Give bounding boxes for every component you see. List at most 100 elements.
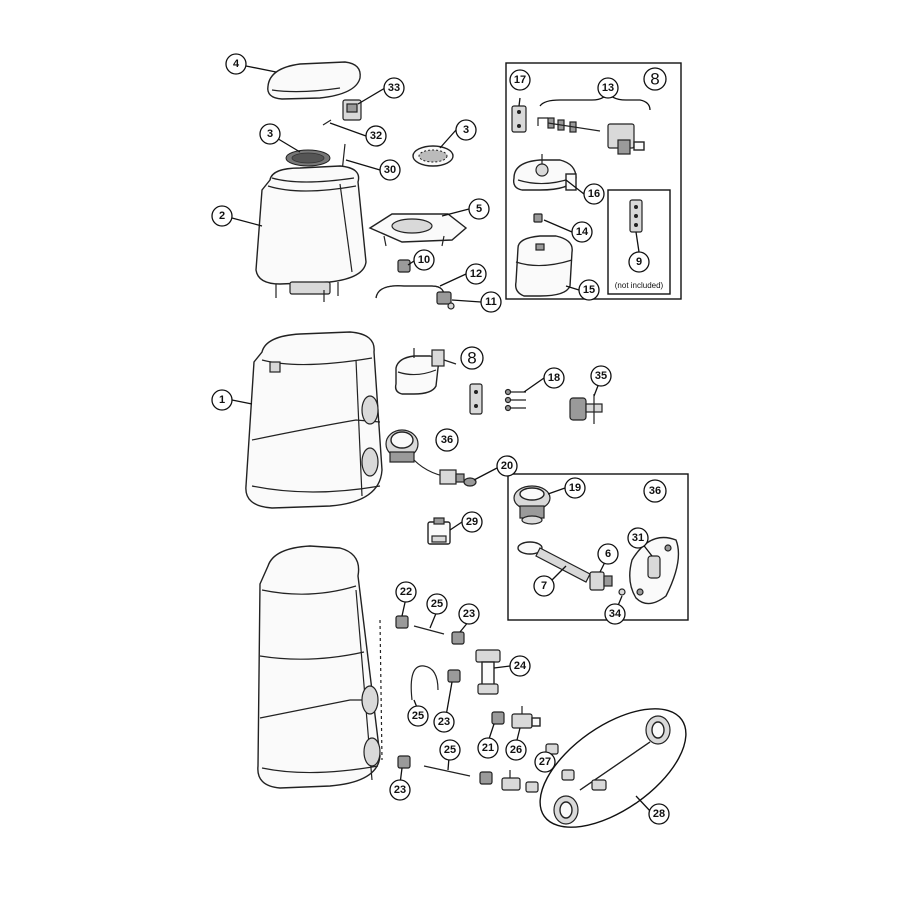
part-mounting-plate: [511, 105, 527, 133]
part-fitting-21b: [479, 771, 493, 785]
svg-text:20: 20: [501, 460, 513, 472]
callout-29: 29: [461, 511, 483, 533]
svg-text:25: 25: [431, 598, 443, 610]
svg-text:27: 27: [539, 756, 551, 768]
svg-text:36: 36: [649, 485, 661, 497]
callout-6: 6: [597, 543, 619, 565]
svg-text:19: 19: [569, 482, 581, 494]
part-plate: [469, 383, 483, 415]
callout-22: 22: [395, 581, 417, 603]
callout-33: 33: [383, 77, 405, 99]
callout-14: 14: [571, 221, 593, 243]
svg-text:23: 23: [394, 784, 406, 796]
part-bracket: [368, 213, 468, 247]
callout-15: 15: [578, 279, 600, 301]
part-nut: [533, 213, 543, 223]
svg-text:2: 2: [219, 210, 225, 222]
part-fitting-23b: [447, 669, 461, 683]
svg-text:12: 12: [470, 268, 482, 280]
part-main-body: [245, 331, 383, 509]
callout-28: 28: [648, 803, 670, 825]
not-included-box: [607, 189, 671, 295]
callout-13: 13: [597, 77, 619, 99]
bypass-oval: [539, 708, 687, 828]
part-valve-26b: [501, 770, 521, 791]
part-fitting-27b: [525, 781, 539, 793]
callout-19: 19: [564, 477, 586, 499]
svg-text:6: 6: [605, 548, 611, 560]
svg-text:17: 17: [514, 74, 526, 86]
part-screws: [504, 388, 526, 412]
part-fitting-23c: [397, 755, 411, 769]
part-float-switch-assembly: [394, 348, 457, 395]
part-washer: [618, 588, 626, 596]
svg-text:25: 25: [444, 744, 456, 756]
part-valve-assembly: [385, 429, 465, 485]
part-bypass-assembly: [553, 715, 671, 825]
part-tube-25c: [423, 765, 471, 777]
svg-text:28: 28: [653, 808, 665, 820]
callout-2: 2: [211, 205, 233, 227]
svg-text:3: 3: [463, 124, 469, 136]
part-solenoid: [427, 517, 451, 545]
part-tube-25b: [410, 665, 439, 701]
svg-text:30: 30: [384, 164, 396, 176]
svg-text:11: 11: [485, 296, 497, 308]
part-valve-plate: [629, 536, 680, 605]
assembly-label-36-inset: 36: [643, 479, 667, 503]
part-pin: [322, 119, 332, 126]
svg-text:10: 10: [418, 254, 430, 266]
svg-text:21: 21: [482, 742, 494, 754]
part-base-body: [257, 545, 381, 789]
part-oring: [463, 477, 477, 487]
assembly-label-36-main: 36: [435, 428, 459, 452]
callout-23-top: 23: [458, 603, 480, 625]
svg-text:35: 35: [595, 370, 607, 382]
part-switch-assembly: [537, 117, 645, 155]
svg-text:26: 26: [510, 744, 522, 756]
svg-text:29: 29: [466, 516, 478, 528]
callout-25-top: 25: [426, 593, 448, 615]
callout-34: 34: [604, 603, 626, 625]
svg-text:16: 16: [588, 188, 600, 200]
callout-25-bottom: 25: [439, 739, 461, 761]
callout-23-bottom: 23: [389, 779, 411, 801]
callout-24: 24: [509, 655, 531, 677]
callout-3-right: 3: [455, 119, 477, 141]
part-connector: [436, 291, 455, 310]
callout-23-mid: 23: [433, 711, 455, 733]
part-fitting-22: [395, 615, 409, 629]
part-valve-26: [511, 706, 541, 729]
svg-text:5: 5: [476, 203, 482, 215]
callout-1: 1: [211, 389, 233, 411]
callout-27: 27: [534, 751, 556, 773]
part-bracket-plate: [629, 199, 643, 233]
callout-35: 35: [590, 365, 612, 387]
svg-text:13: 13: [602, 82, 614, 94]
callout-26: 26: [505, 739, 527, 761]
callout-20: 20: [496, 455, 518, 477]
svg-text:4: 4: [233, 58, 240, 70]
callout-12: 12: [465, 263, 487, 285]
callout-32: 32: [365, 125, 387, 147]
assembly-label-8-inset: 8: [643, 67, 667, 91]
callout-4: 4: [225, 53, 247, 75]
callout-30: 30: [379, 159, 401, 181]
callout-31: 31: [627, 527, 649, 549]
svg-text:23: 23: [438, 716, 450, 728]
svg-text:34: 34: [609, 608, 622, 620]
svg-text:8: 8: [650, 70, 659, 89]
svg-text:18: 18: [548, 372, 560, 384]
callout-10: 10: [413, 249, 435, 271]
svg-text:33: 33: [388, 82, 400, 94]
part-fitting: [397, 259, 411, 273]
part-upper-body: [255, 165, 367, 302]
inset-box-36: [507, 473, 689, 621]
assembly-label-8-main: 8: [460, 346, 484, 370]
callout-16: 16: [583, 183, 605, 205]
part-knob: [569, 394, 603, 424]
part-latch-clip: [342, 99, 362, 121]
part-fitting-27c: [561, 769, 575, 781]
part-float-bracket: [512, 154, 577, 191]
